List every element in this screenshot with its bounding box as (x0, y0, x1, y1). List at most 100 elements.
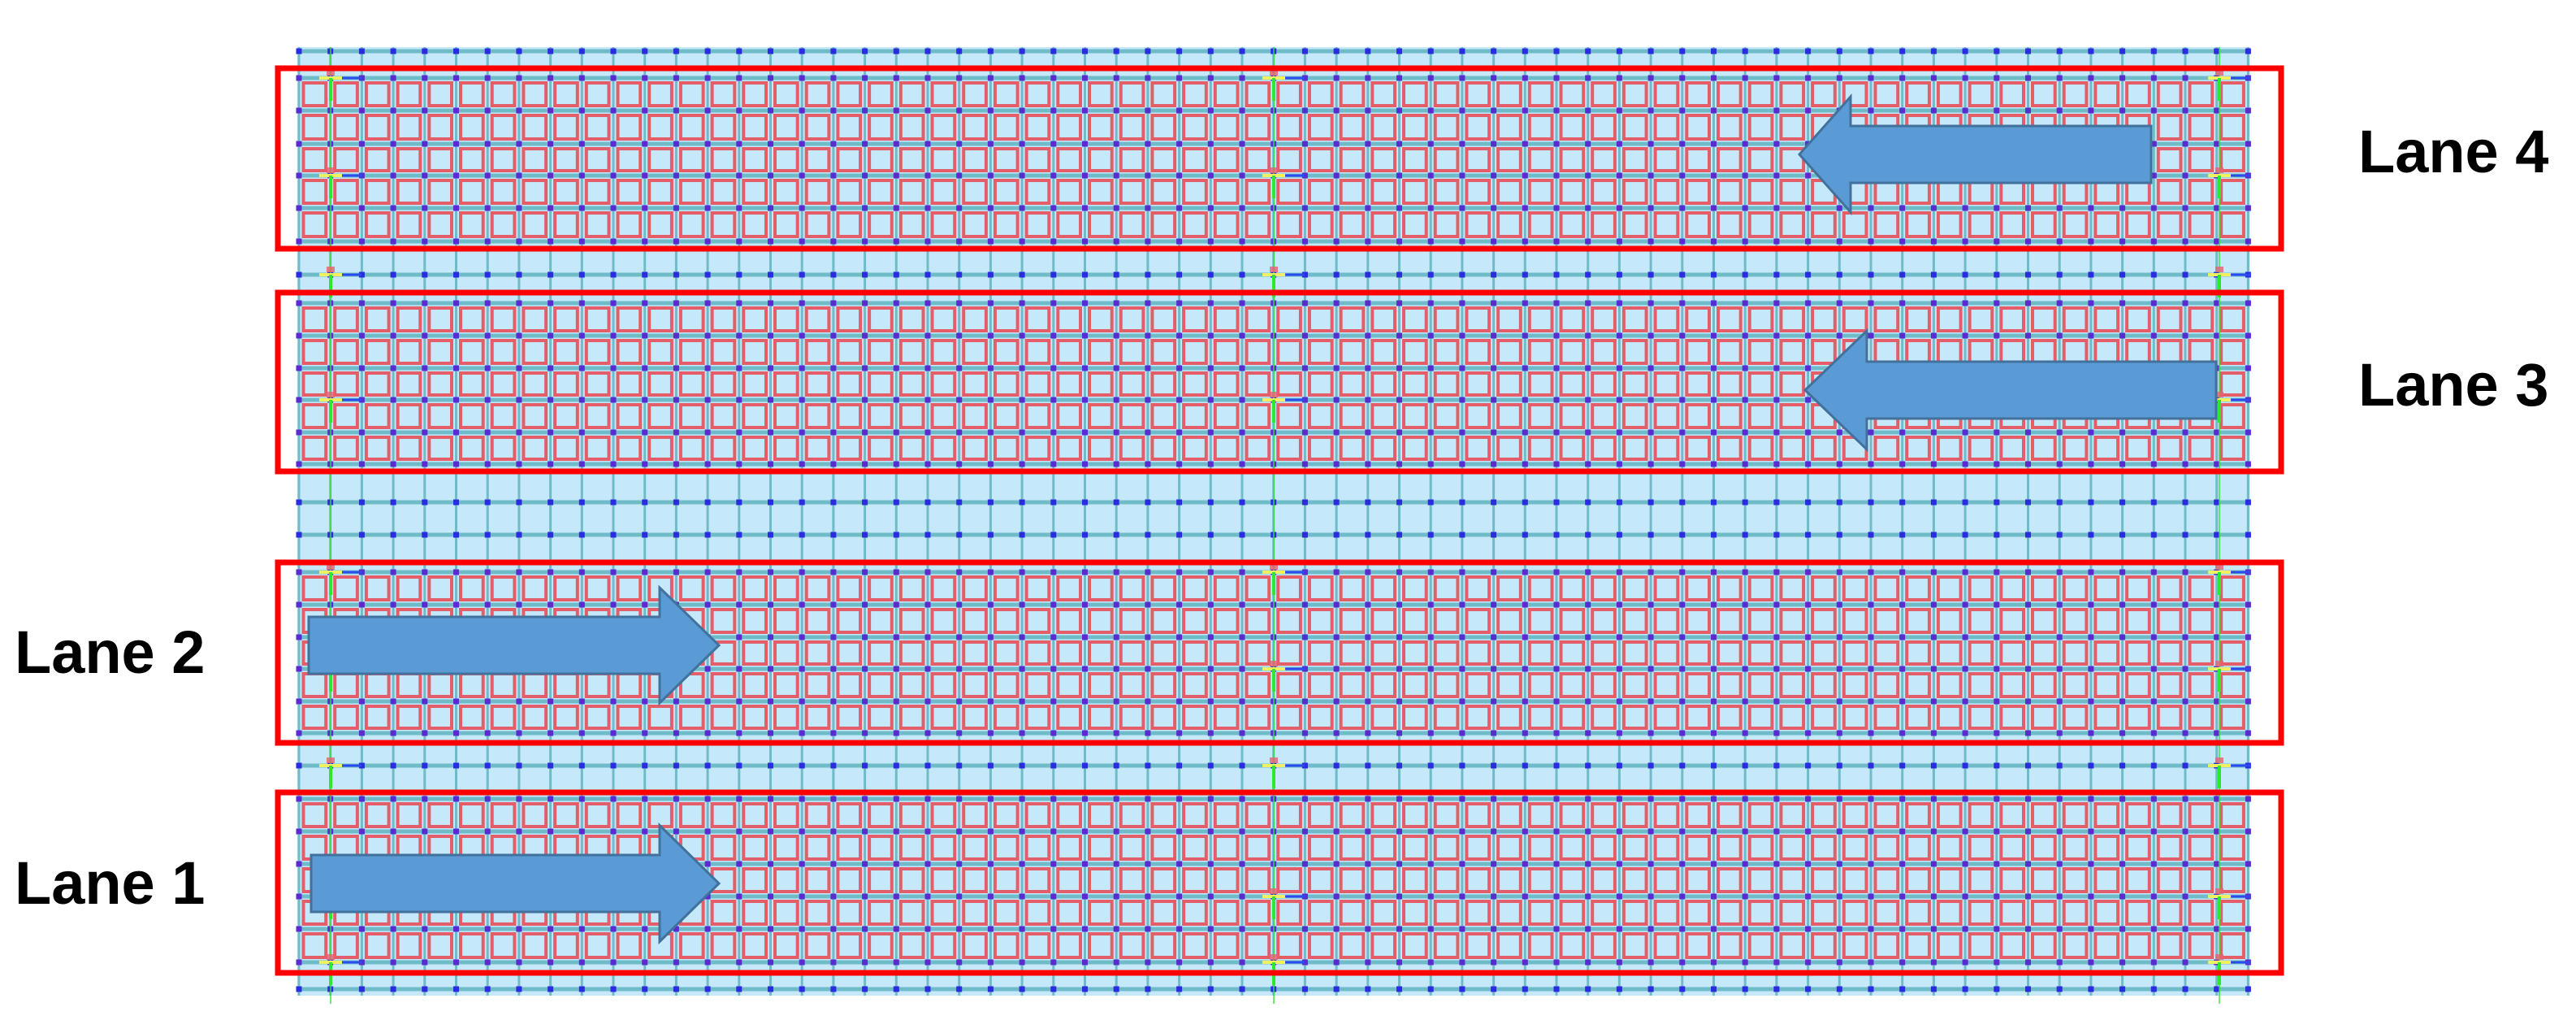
load-patch (396, 147, 422, 172)
load-patch (678, 575, 705, 601)
grid-node (704, 332, 711, 339)
load-patch (868, 306, 894, 332)
grid-node (422, 365, 428, 371)
grid-node (548, 796, 554, 802)
grid-node (924, 238, 931, 245)
load-patch (333, 932, 359, 959)
grid-node (1647, 666, 1654, 672)
grid-node (2119, 893, 2126, 900)
grid-node (548, 532, 554, 538)
grid-node (768, 796, 773, 802)
grid-node (1491, 634, 1497, 640)
grid-node (390, 730, 396, 736)
grid-node (2056, 796, 2063, 802)
grid-node (893, 569, 899, 575)
load-patch (396, 802, 422, 828)
load-patch (678, 371, 705, 397)
load-patch (301, 306, 328, 332)
load-patch (1936, 575, 1963, 601)
grid-node (830, 796, 837, 802)
load-patch (868, 147, 894, 172)
load-patch (1307, 436, 1334, 461)
grid-node (1930, 796, 1937, 802)
grid-node (1145, 861, 1151, 867)
grid-node (1113, 300, 1119, 306)
load-patch (1936, 932, 1963, 959)
load-patch (1717, 339, 1743, 365)
load-patch (1213, 900, 1240, 926)
grid-node (1899, 828, 1906, 835)
load-patch (1056, 436, 1083, 461)
grid-node (987, 48, 994, 54)
grid-node (296, 893, 302, 900)
grid-node (1333, 861, 1340, 867)
grid-node (736, 698, 742, 705)
load-patch (1213, 147, 1240, 172)
load-patch (1936, 705, 1963, 730)
load-patch (1119, 835, 1145, 861)
load-patch (1339, 114, 1366, 141)
load-patch (1717, 802, 1743, 828)
grid-node (1459, 75, 1466, 81)
grid-node (2150, 762, 2157, 769)
grid-node (1930, 601, 1937, 608)
grid-node (1773, 300, 1780, 306)
grid-node (1050, 205, 1057, 211)
load-patch (553, 371, 579, 397)
load-patch (1056, 114, 1083, 141)
load-patch (1024, 705, 1051, 730)
grid-node (956, 634, 963, 640)
grid-node (358, 75, 365, 81)
load-patch (1276, 672, 1302, 698)
grid-node (516, 569, 522, 575)
grid-node (296, 861, 302, 867)
load-patch (1276, 705, 1302, 730)
grid-node (1962, 271, 1968, 278)
grid-node (2025, 698, 2031, 705)
load-patch (1621, 179, 1648, 205)
grid-node (2150, 601, 2157, 608)
load-patch (962, 672, 988, 698)
grid-node (578, 205, 585, 211)
load-patch (1245, 436, 1271, 461)
grid-node (799, 730, 805, 736)
grid-node (2245, 532, 2251, 538)
grid-node (1239, 141, 1245, 147)
load-patch (1873, 932, 1900, 959)
grid-node (1522, 601, 1528, 608)
load-patch (522, 436, 548, 461)
load-patch (1779, 403, 1806, 429)
load-patch (1811, 932, 1837, 959)
grid-node (862, 271, 868, 278)
grid-node (736, 601, 742, 608)
load-patch (1150, 436, 1177, 461)
load-patch (1213, 371, 1240, 397)
grid-node (987, 532, 994, 538)
load-patch (2031, 672, 2057, 698)
load-patch (1559, 900, 1586, 926)
grid-node (893, 601, 899, 608)
load-patch (962, 705, 988, 730)
grid-node (1239, 796, 1245, 802)
load-patch (1245, 672, 1271, 698)
grid-node (1396, 828, 1402, 835)
grid-node (1019, 205, 1025, 211)
grid-node (2214, 300, 2220, 306)
load-patch (2031, 900, 2057, 926)
load-patch (742, 608, 768, 634)
load-patch (1621, 371, 1648, 397)
grid-node (893, 959, 899, 966)
grid-node (1962, 532, 1968, 538)
grid-node (548, 569, 554, 575)
load-patch (2062, 608, 2089, 634)
load-patch (427, 211, 453, 238)
grid-node (956, 959, 963, 966)
grid-node (1899, 601, 1906, 608)
grid-node (987, 429, 994, 436)
load-patch (2188, 306, 2214, 332)
load-patch (1779, 835, 1806, 861)
load-patch (1370, 802, 1397, 828)
load-patch (898, 81, 925, 107)
grid-node (1585, 205, 1591, 211)
grid-node (1113, 861, 1119, 867)
